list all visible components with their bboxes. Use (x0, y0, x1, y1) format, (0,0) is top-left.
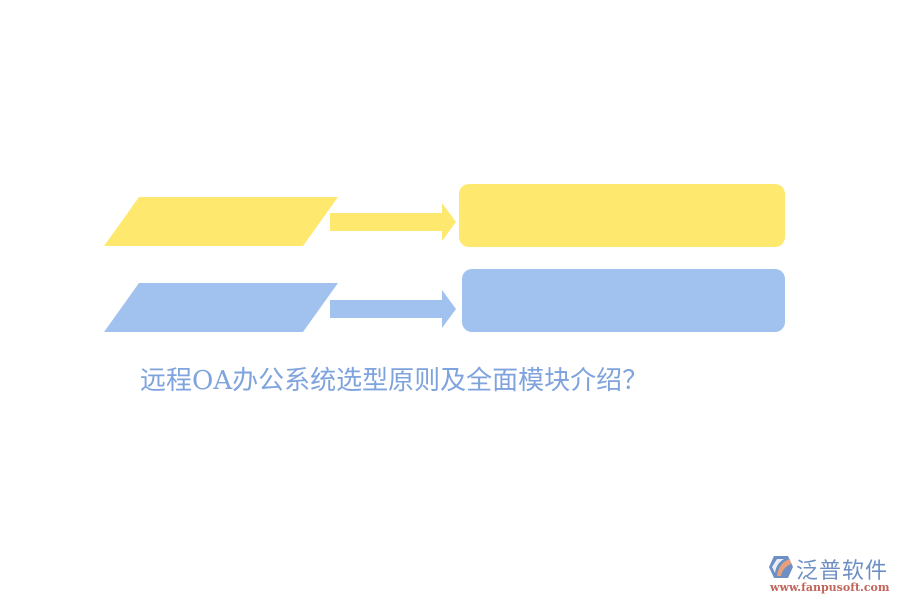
fanpu-logo-icon (768, 555, 794, 579)
rounded-box-blue (462, 269, 785, 332)
brand-url: www.fanpusoft.com (770, 581, 890, 594)
arrow-right-icon (330, 203, 460, 241)
arrow-right-icon (330, 290, 460, 328)
brand-logo: 泛普软件 www.fanpusoft.com (768, 553, 896, 595)
rounded-box-yellow (459, 184, 785, 247)
parallelogram-yellow (104, 197, 340, 247)
parallelogram-blue (104, 283, 340, 333)
brand-name: 泛普软件 (796, 559, 889, 584)
page-title: 远程OA办公系统选型原则及全面模块介绍？ (140, 366, 649, 396)
